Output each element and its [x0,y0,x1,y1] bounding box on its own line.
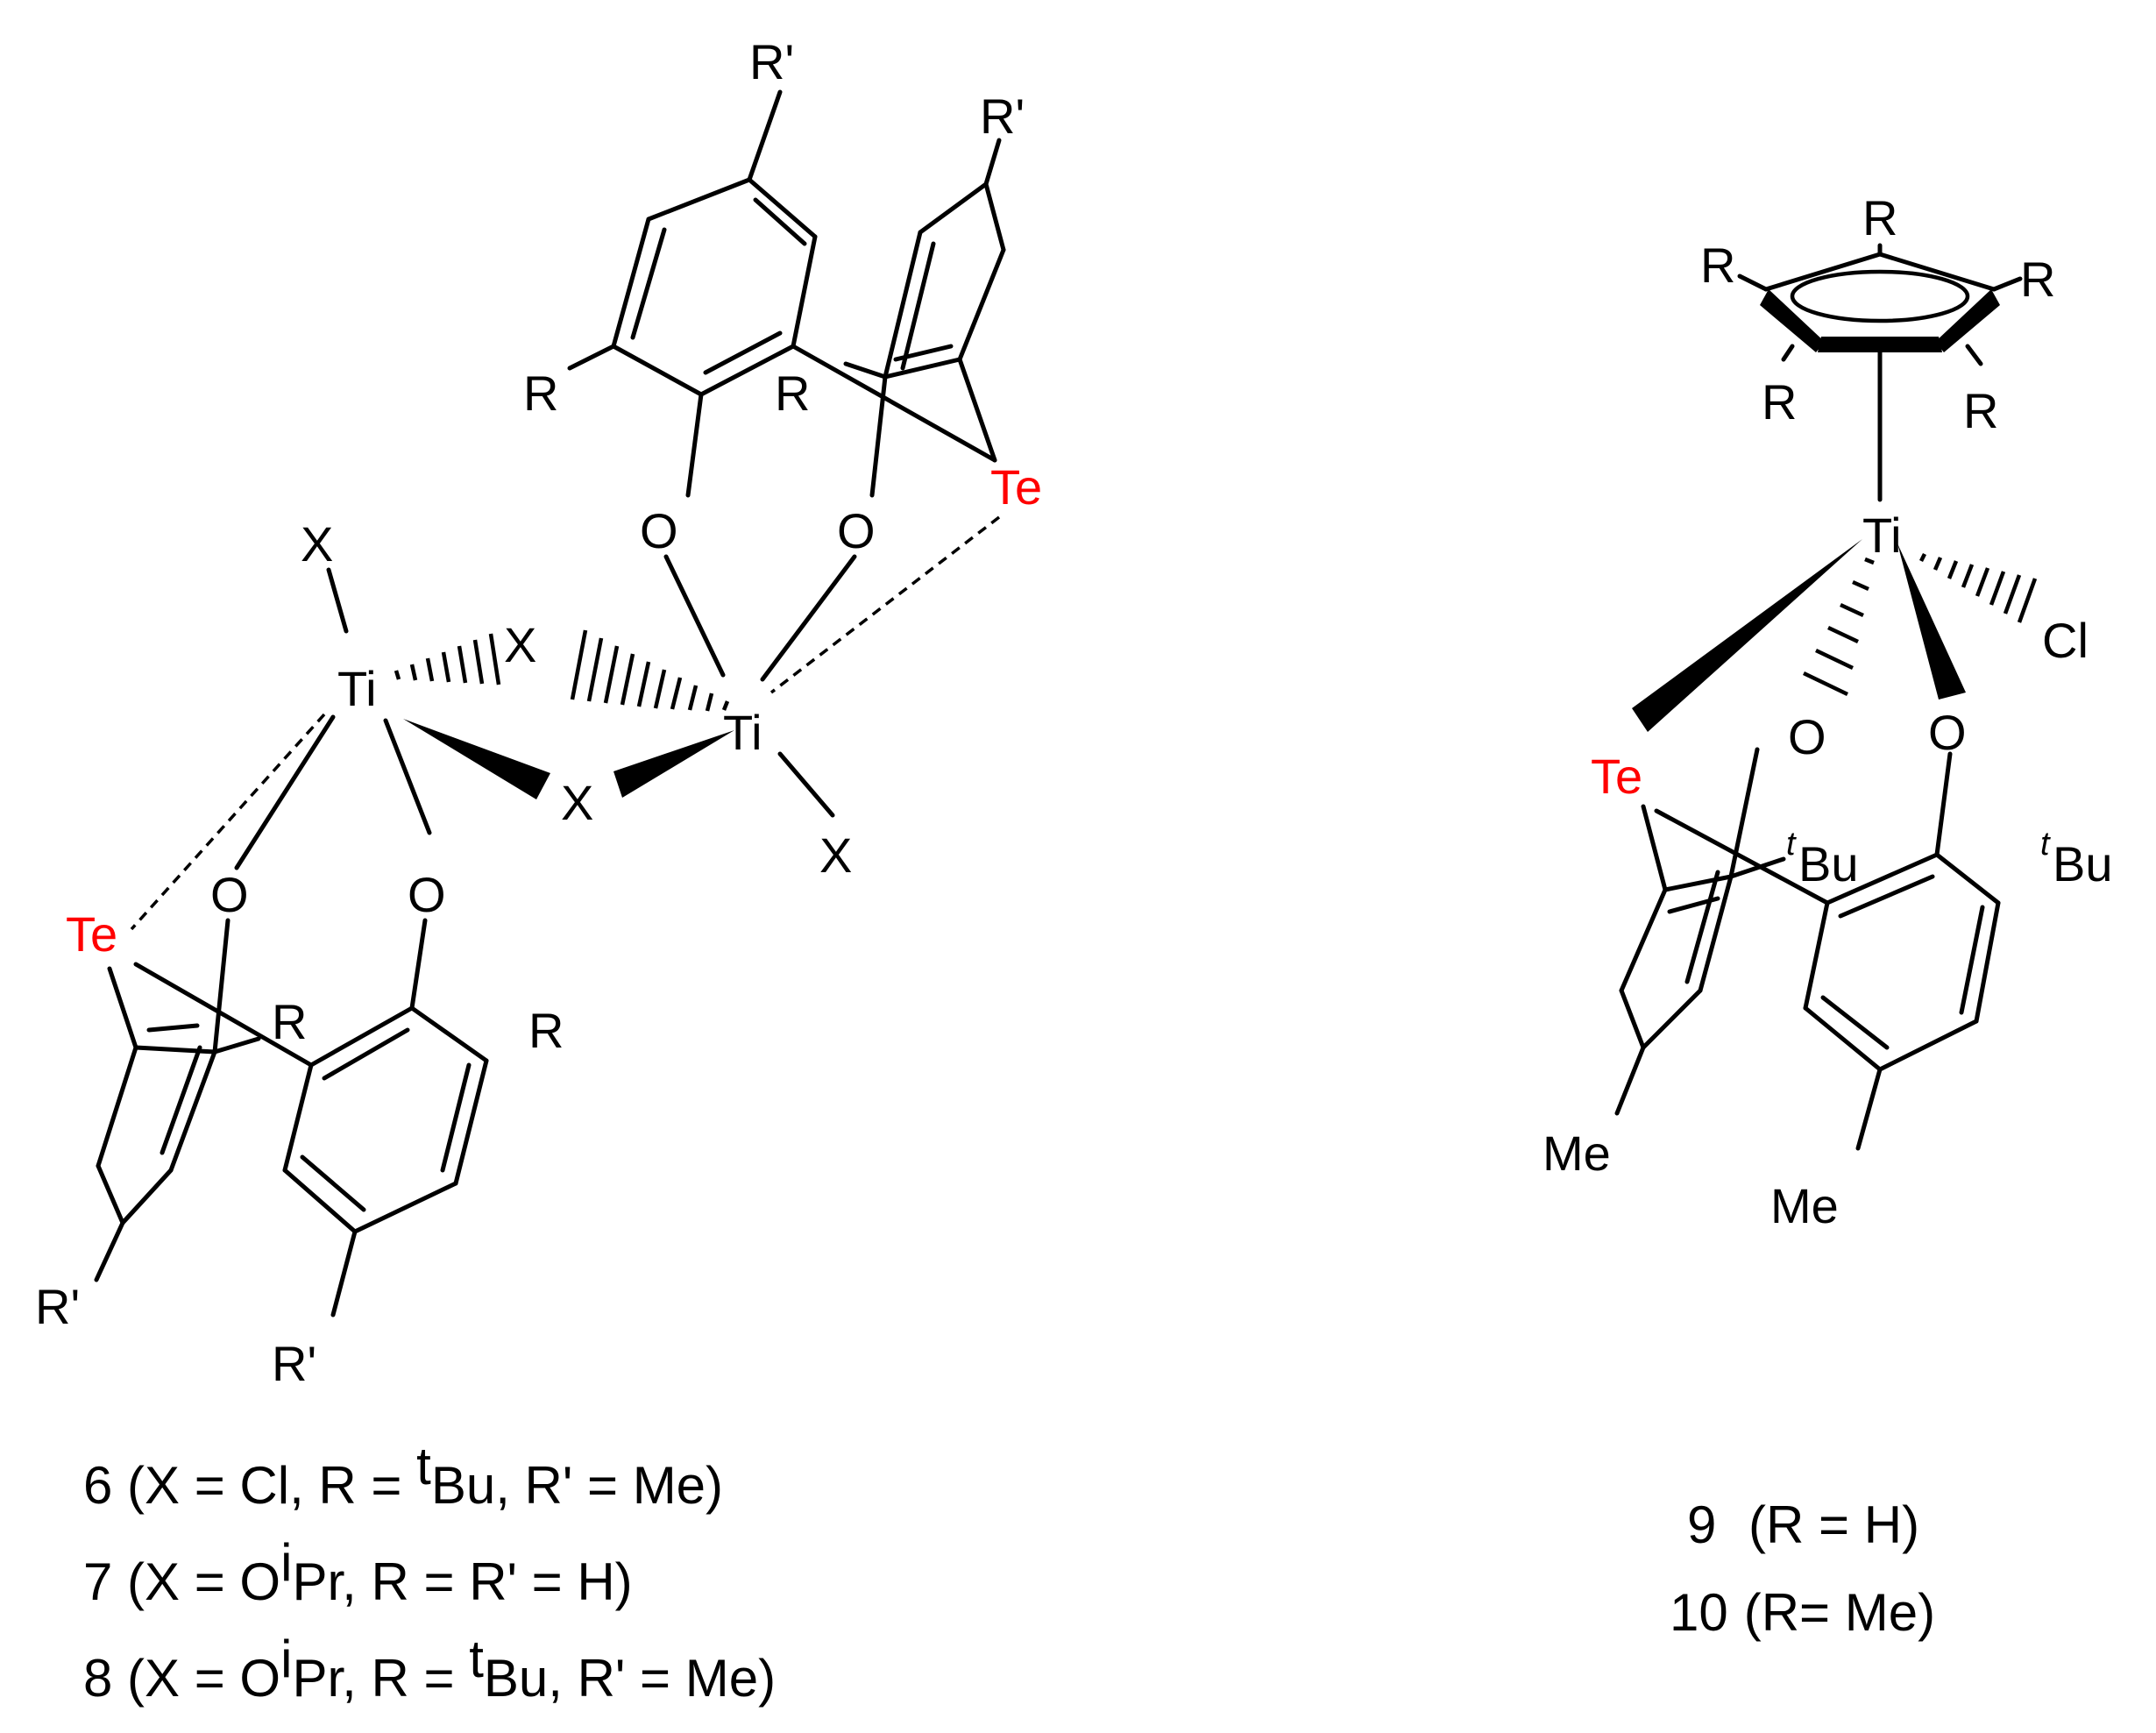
tbu-label-right: t Bu [2040,826,2113,891]
x-label-bridge-top: X [504,617,536,672]
svg-text:Bu: Bu [1798,836,1859,891]
aryl-ring-left [1614,747,1786,1116]
r-label-upper-mid: R [775,366,810,421]
svg-text:6 (X = Cl, R = tBu, R' = Me): 6 (X = Cl, R = tBu, R' = Me) [83,1437,723,1515]
o-label-lower-left: O [210,867,249,922]
lower-aryl-ring-d [133,918,489,1318]
cp-complex-structure: R R R R R Ti Cl O O Te t Bu t Bu Me Me [1543,190,2113,1233]
x-label-top-left: X [301,516,333,572]
caption-compound-6: 6 (X = Cl, R = tBu, R' = Me) [83,1437,723,1515]
o-label-right: O [1928,705,1967,760]
cl-label: Cl [2042,613,2089,668]
wedge-bond-ti-o-right [1897,543,1966,700]
svg-text:t: t [2040,826,2051,863]
hashed-bond-ti-cl [1918,552,2038,623]
o-label-left: O [1788,709,1826,764]
o-label-lower-right: O [408,867,446,922]
upper-aryl-ring-a [567,89,997,498]
wedge-bond-ti-te [1632,539,1862,732]
upper-aryl-ring-b [843,138,1006,498]
me-label-right: Me [1770,1178,1839,1233]
r-label-cp-left: R [1700,238,1735,293]
hashed-bond-ti-o-left [1803,557,1875,697]
r-label-cp-bottom-left: R [1762,374,1797,430]
r-prime-label-top: R' [749,34,794,89]
r-prime-label-bottom-left: R' [35,1279,80,1334]
hashed-bond-ti-x-right [570,629,730,712]
r-label-lower-right: R [528,1003,564,1058]
svg-text:7 (X = OiPr, R = R' = H): 7 (X = OiPr, R = R' = H) [83,1533,633,1611]
r-label-cp-top: R [1862,190,1897,245]
hashed-bond-ti-x-left [394,633,501,685]
r-prime-label-bottom: R' [272,1336,316,1391]
cyclopentadienyl-ring [1737,243,2023,366]
te-label-lower: Te [66,906,117,962]
me-label-left: Me [1543,1126,1611,1181]
svg-text:Bu: Bu [2053,836,2113,891]
tbu-label-mid: t Bu [1786,826,1859,891]
r-prime-label-top-right: R' [980,89,1025,144]
svg-text:8 (X = OiPr, R = tBu, R' = Me: 8 (X = OiPr, R = tBu, R' = Me) [83,1630,776,1708]
wedge-bond-ti-x-left [403,719,550,799]
ti-label-left: Ti [337,661,377,716]
x-label-bottom-right: X [819,827,852,883]
o-label-upper-left: O [640,503,678,558]
wedge-bond-ti-x-right [613,730,734,798]
dimer-complex-structure: R' R' R R Te O O X X Ti Ti X X O O Te R … [35,34,1042,1391]
caption-compound-9: 9 (R = H) [1687,1495,1919,1554]
ti-label-cp: Ti [1862,508,1902,563]
aryl-ring-right [1654,751,2001,1151]
r-label-lower-mid: R [272,994,307,1049]
o-label-upper-right: O [837,503,876,558]
lower-aryl-ring-c [94,918,261,1282]
caption-compound-10: 10(R= Me) [1670,1583,1935,1642]
te-label-upper: Te [990,459,1042,515]
x-label-bridge-bottom: X [561,775,593,830]
svg-text:t: t [1786,826,1797,863]
ti-label-right: Ti [723,705,762,760]
caption-compound-7: 7 (X = OiPr, R = R' = H) [83,1533,633,1611]
svg-text:9 (R = H): 9 (R = H) [1687,1495,1919,1554]
caption-compound-8: 8 (X = OiPr, R = tBu, R' = Me) [83,1630,776,1708]
r-label-cp-bottom-right: R [1963,383,1998,438]
r-label-upper-left: R [523,366,558,421]
te-label-cp: Te [1591,749,1642,804]
r-label-cp-right: R [2020,252,2055,307]
svg-text:10(R= Me): 10(R= Me) [1670,1583,1935,1642]
